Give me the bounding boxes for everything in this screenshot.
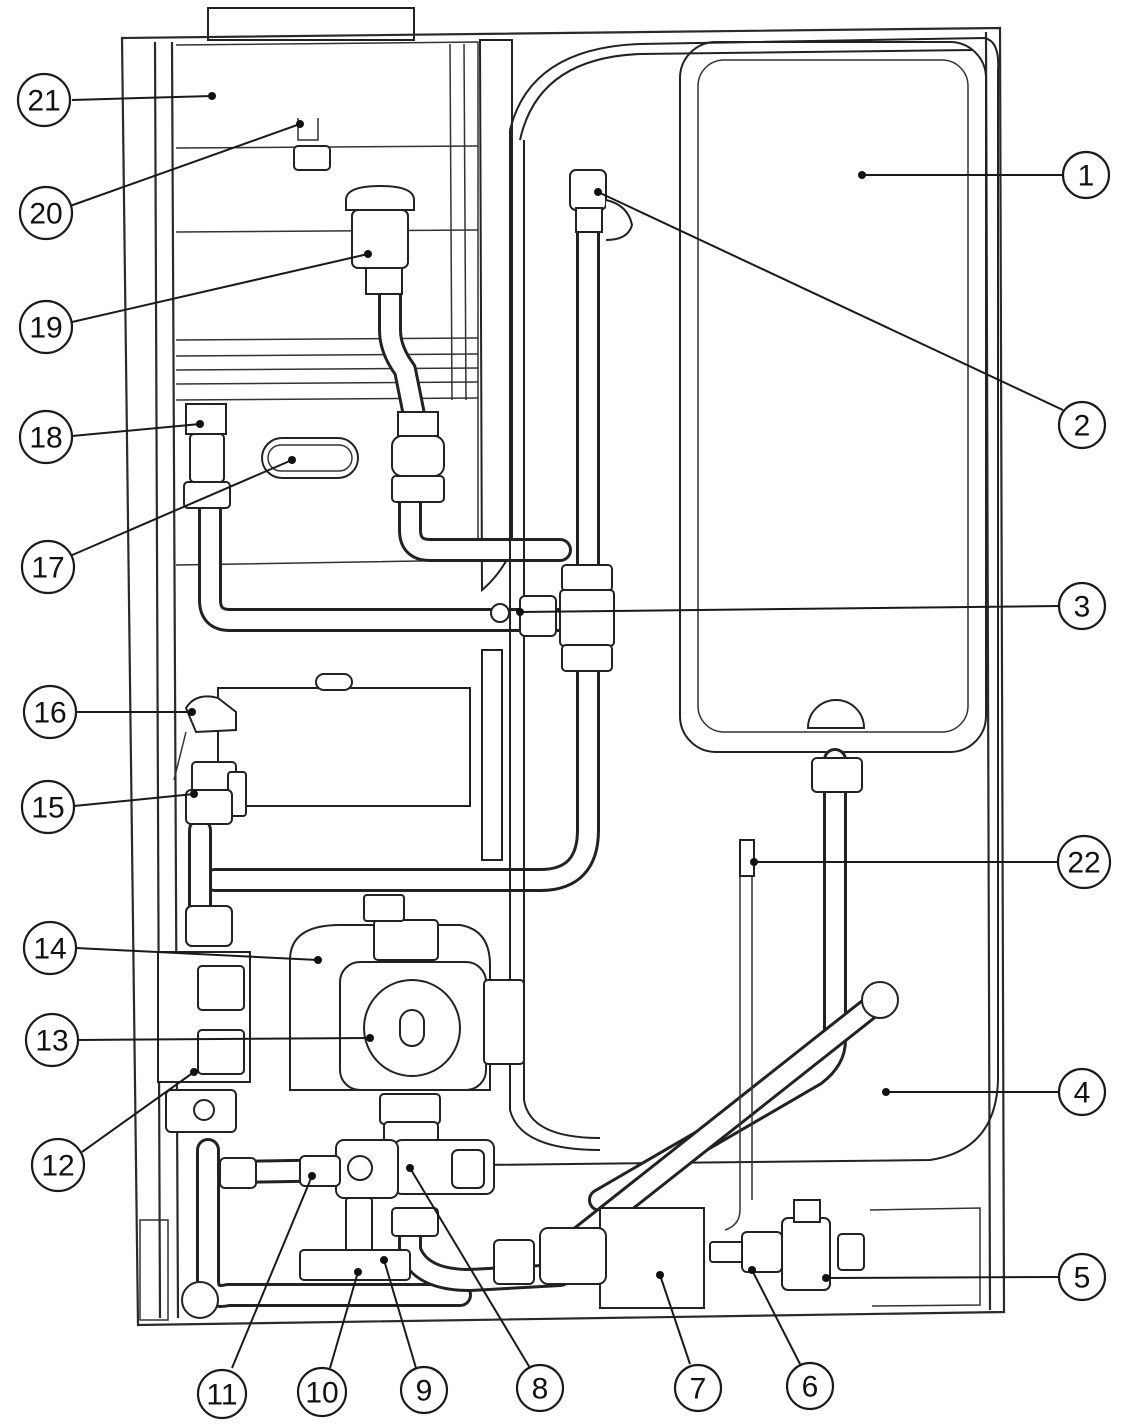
callout-1: 1: [858, 150, 1111, 200]
callout-13: 13: [24, 1012, 374, 1068]
fittings: [157, 169, 981, 1319]
callout-label-10: 10: [305, 1377, 338, 1410]
callout-label-2: 2: [1074, 410, 1091, 443]
callout-label-17: 17: [31, 552, 64, 585]
callout-label-12: 12: [41, 1150, 74, 1183]
callout-label-6: 6: [802, 1371, 819, 1404]
callout-label-8: 8: [532, 1373, 549, 1406]
callout-label-19: 19: [29, 312, 62, 345]
callout-12: 12: [30, 1068, 198, 1193]
callout-14: 14: [22, 920, 322, 976]
callout-label-16: 16: [33, 697, 66, 730]
callout-label-5: 5: [1074, 1262, 1091, 1295]
boiler-casing: [120, 7, 1006, 1327]
callout-15: 15: [20, 779, 198, 835]
callout-label-7: 7: [690, 1373, 707, 1406]
callout-4: 4: [882, 1067, 1107, 1117]
callout-21: 21: [16, 72, 216, 128]
heat-exchanger-assembly: [175, 39, 513, 593]
callout-5: 5: [822, 1252, 1107, 1302]
callout-10: 10: [296, 1268, 362, 1418]
callout-8: 8: [406, 1164, 565, 1413]
callout-17: 17: [20, 456, 296, 595]
callout-label-13: 13: [35, 1025, 68, 1058]
callout-2: 2: [594, 188, 1107, 450]
callout-label-14: 14: [33, 933, 66, 966]
expansion-vessel: [679, 41, 987, 753]
callout-18: 18: [18, 409, 204, 465]
flue-outlet-top: [207, 7, 415, 41]
callout-9: 9: [380, 1256, 449, 1415]
callout-label-1: 1: [1078, 160, 1095, 193]
callout-label-4: 4: [1074, 1077, 1091, 1110]
callout-7: 7: [656, 1271, 723, 1413]
callout-6: 6: [748, 1266, 835, 1411]
callout-label-20: 20: [29, 198, 62, 231]
callout-20: 20: [18, 120, 304, 241]
callout-label-18: 18: [29, 422, 62, 455]
callout-3: 3: [516, 581, 1107, 631]
callout-19: 19: [18, 250, 372, 355]
callout-label-9: 9: [416, 1375, 433, 1408]
callout-label-11: 11: [206, 1379, 237, 1412]
callout-label-15: 15: [31, 792, 64, 825]
callout-label-21: 21: [27, 85, 60, 118]
callout-label-22: 22: [1067, 847, 1100, 880]
bracket-lower-left: [139, 1219, 169, 1321]
callout-11: 11: [196, 1172, 316, 1420]
callout-label-3: 3: [1074, 591, 1091, 624]
callout-22: 22: [750, 834, 1112, 890]
callout-16: 16: [22, 684, 196, 740]
callouts: 1 2 3 4 5: [16, 72, 1112, 1420]
